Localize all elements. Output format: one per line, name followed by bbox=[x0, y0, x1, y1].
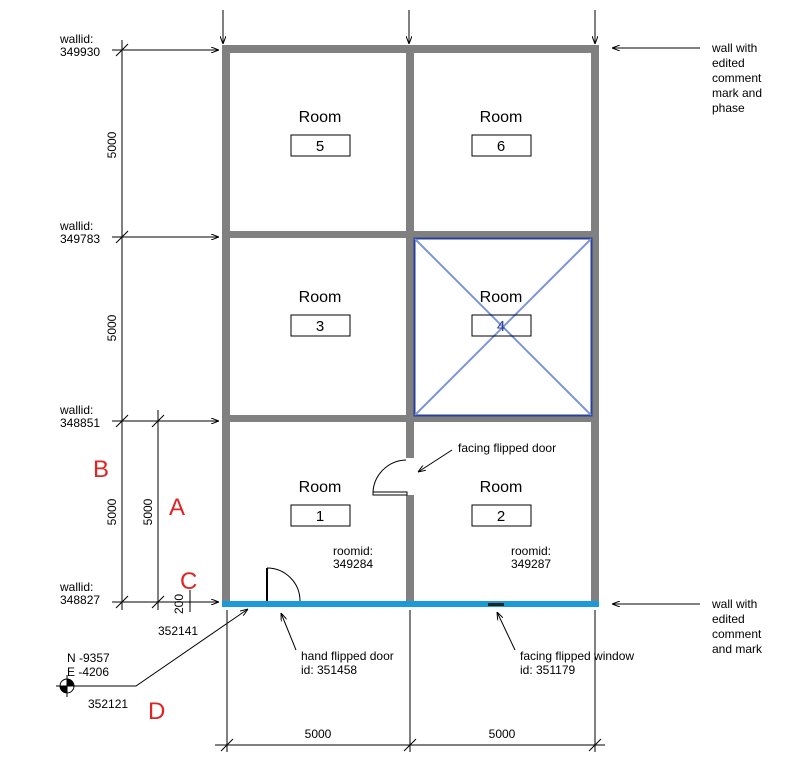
room-number: 2 bbox=[497, 508, 505, 525]
svg-text:comment: comment bbox=[712, 627, 762, 641]
room-1[interactable]: Room 1 roomid: 349284 bbox=[290, 479, 373, 571]
room-2[interactable]: Room 2 roomid: 349287 bbox=[471, 479, 551, 571]
svg-text:349930: 349930 bbox=[60, 45, 100, 59]
svg-text:edited: edited bbox=[712, 612, 745, 626]
svg-text:phase: phase bbox=[712, 101, 745, 115]
svg-text:facing flipped door: facing flipped door bbox=[458, 441, 556, 455]
svg-text:comment: comment bbox=[712, 71, 762, 85]
marker-c: C bbox=[180, 568, 197, 595]
room-5[interactable]: Room 5 bbox=[290, 109, 351, 157]
top-arrows bbox=[223, 10, 595, 44]
walls bbox=[222, 45, 599, 607]
svg-text:348851: 348851 bbox=[60, 416, 100, 430]
svg-text:352121: 352121 bbox=[88, 697, 128, 711]
svg-text:mark and: mark and bbox=[712, 86, 762, 100]
room-name: Room bbox=[299, 109, 342, 126]
marker-d: D bbox=[148, 698, 165, 725]
room-4[interactable]: Room 4 bbox=[471, 289, 532, 337]
room-name: Room bbox=[480, 109, 523, 126]
wall-id-labels: wallid: 349930 wallid: 349783 wallid: 34… bbox=[59, 32, 219, 607]
marker-a: A bbox=[169, 494, 185, 521]
svg-text:wallid:: wallid: bbox=[59, 580, 93, 594]
vertical-dimensions: 5000 5000 5000 5000 200 bbox=[105, 40, 191, 614]
markers: B A C D bbox=[93, 456, 197, 725]
room-number: 3 bbox=[316, 318, 324, 335]
wall-left[interactable] bbox=[222, 45, 230, 607]
svg-text:352141: 352141 bbox=[158, 624, 198, 638]
wall-middle-upper[interactable] bbox=[406, 45, 414, 458]
svg-text:edited: edited bbox=[712, 56, 745, 70]
svg-text:hand flipped door: hand flipped door bbox=[301, 649, 394, 663]
wall-bottom-highlighted[interactable] bbox=[222, 601, 599, 607]
svg-text:id: 351458: id: 351458 bbox=[301, 663, 357, 677]
svg-text:5000: 5000 bbox=[489, 727, 516, 741]
room-name: Room bbox=[299, 289, 342, 306]
window[interactable] bbox=[488, 603, 504, 606]
room-name: Room bbox=[480, 289, 523, 306]
svg-text:200: 200 bbox=[172, 594, 186, 614]
room-number: 5 bbox=[316, 138, 324, 155]
roomid-value: 349287 bbox=[511, 557, 551, 571]
svg-text:5000: 5000 bbox=[105, 498, 119, 525]
svg-text:id: 351179: id: 351179 bbox=[520, 663, 575, 677]
room-number: 4 bbox=[497, 318, 505, 335]
facing-flipped-door[interactable] bbox=[372, 459, 408, 496]
svg-text:wallid:: wallid: bbox=[59, 32, 93, 46]
svg-text:wall with: wall with bbox=[711, 597, 757, 611]
room-3[interactable]: Room 3 bbox=[290, 289, 351, 337]
wall-h1[interactable] bbox=[222, 231, 599, 238]
hand-flipped-door[interactable] bbox=[266, 567, 301, 602]
svg-text:wallid:: wallid: bbox=[59, 403, 93, 417]
wall-h2[interactable] bbox=[222, 415, 599, 422]
roomid-label: roomid: bbox=[511, 544, 551, 558]
horizontal-dimensions: 5000 5000 bbox=[215, 610, 605, 752]
svg-text:wallid:: wallid: bbox=[59, 219, 93, 233]
marker-b: B bbox=[93, 456, 109, 483]
roomid-label: roomid: bbox=[333, 544, 373, 558]
room-6[interactable]: Room 6 bbox=[471, 109, 532, 157]
svg-text:facing flipped window: facing flipped window bbox=[520, 649, 634, 663]
room-number: 1 bbox=[316, 508, 324, 525]
wall-middle-lower[interactable] bbox=[406, 495, 414, 605]
room-4-selection[interactable] bbox=[413, 237, 593, 417]
annotations: facing flipped door hand flipped door id… bbox=[56, 441, 634, 711]
svg-text:5000: 5000 bbox=[141, 498, 155, 525]
svg-text:348827: 348827 bbox=[60, 593, 100, 607]
roomid-value: 349284 bbox=[333, 557, 373, 571]
svg-text:N -9357: N -9357 bbox=[67, 651, 110, 665]
svg-text:349783: 349783 bbox=[60, 232, 100, 246]
room-name: Room bbox=[480, 479, 523, 496]
right-notes: wall with edited comment mark and phase … bbox=[612, 41, 763, 656]
svg-text:wall with: wall with bbox=[711, 41, 757, 55]
room-number: 6 bbox=[497, 138, 505, 155]
svg-text:5000: 5000 bbox=[105, 314, 119, 341]
room-name: Room bbox=[299, 479, 342, 496]
svg-text:5000: 5000 bbox=[305, 727, 332, 741]
svg-text:5000: 5000 bbox=[105, 131, 119, 158]
survey-point-icon[interactable] bbox=[56, 675, 78, 697]
svg-text:and mark: and mark bbox=[712, 642, 763, 656]
svg-text:E -4206: E -4206 bbox=[67, 665, 109, 679]
wall-right[interactable] bbox=[591, 45, 599, 607]
